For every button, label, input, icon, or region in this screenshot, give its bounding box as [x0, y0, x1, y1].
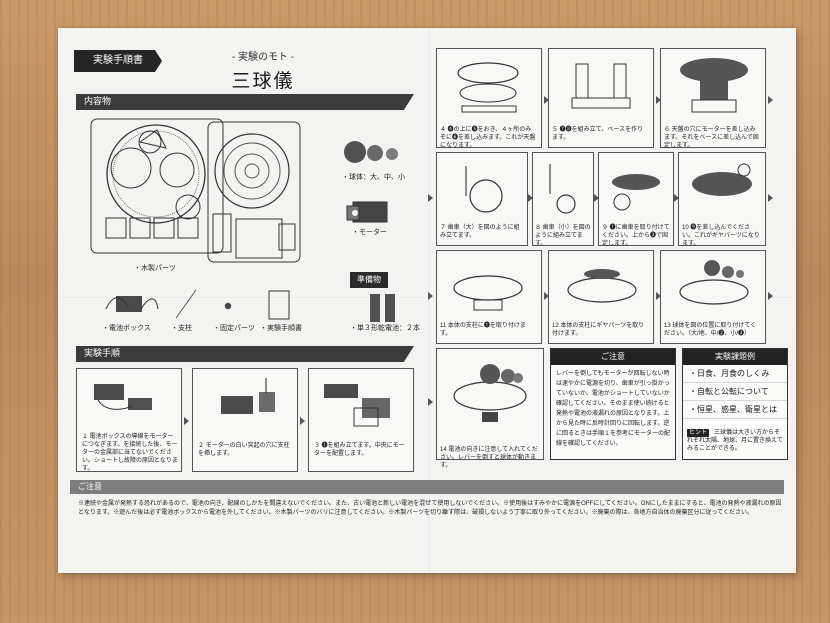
- step-5-caption: ５ ❼❽を組み立て、ベースを作ります。: [552, 127, 644, 141]
- batteries-drawing: [370, 294, 395, 322]
- right-arrow-9: [428, 292, 433, 300]
- assignment-item-2: ・自転と公転について: [683, 383, 787, 401]
- wood-parts-drawing: [90, 118, 224, 254]
- step-8-illustration: [549, 164, 576, 214]
- hint-badge: ヒント: [687, 429, 710, 437]
- step-8-box: [532, 152, 594, 246]
- document-title: 三球儀: [231, 70, 295, 92]
- preparation-heading: 準備物: [350, 272, 388, 288]
- step-1-illustration: [94, 384, 152, 410]
- fixing-part-drawing: [224, 302, 232, 310]
- step-5-illustration: [571, 63, 631, 109]
- right-arrow-1: [544, 96, 549, 104]
- procedure-heading: 実験手順: [76, 346, 414, 362]
- right-arrow-3: [768, 96, 773, 104]
- document-tag: 実験手順書: [74, 50, 162, 72]
- step-11-box: [436, 250, 542, 344]
- step-2-box: [192, 368, 298, 472]
- motor-drawing: [346, 201, 388, 223]
- caution-footer-heading: ご注意: [70, 480, 784, 494]
- step-11-illustration: [453, 275, 523, 311]
- document-subtitle: - 実験のモト -: [231, 52, 295, 63]
- step-6-caption: ６ 天盤の穴にモーターを差し込みます。それをベースに差し込んで固定します。: [664, 127, 759, 149]
- right-arrow-10: [544, 292, 549, 300]
- contents-heading: 内容物: [76, 94, 414, 110]
- step-9-illustration: [612, 174, 660, 211]
- step-11-caption: 11 本体の支柱に❶を取り付けます。: [440, 323, 526, 337]
- hint-text: 三球儀は大きい方からそれぞれ太陽、地球、月に置き換えてみることができる。: [687, 429, 783, 452]
- right-arrow-11: [656, 292, 661, 300]
- step-7-box: [436, 152, 528, 246]
- manual-drawing: [268, 290, 290, 320]
- right-arrow-13: [428, 398, 433, 406]
- step-7-illustration: [465, 166, 503, 213]
- label-fixing-part: ・固定パーツ: [213, 325, 255, 332]
- step-8-caption: ８ 歯車（小）を図のように組み立てます。: [535, 225, 591, 247]
- step-1-box: [76, 368, 182, 472]
- step-4-box: [436, 48, 542, 148]
- battery-box-drawing: [105, 296, 159, 312]
- step-2-illustration: [221, 378, 275, 414]
- assignment-item-1: ・日食、月食のしくみ: [683, 365, 787, 383]
- horizontal-fold: [58, 297, 796, 299]
- step-10-illustration: [692, 163, 752, 196]
- globes-drawing: [344, 141, 398, 163]
- step-arrow-1: [184, 417, 189, 425]
- step-7-caption: ７ 歯車（大）を図のように組み立てます。: [440, 225, 520, 239]
- assignment-panel: 実験課題例 ・日食、月食のしくみ ・自転と公転について ・恒星、惑星、衛星とは …: [682, 348, 788, 460]
- step-10-box: [678, 152, 766, 246]
- label-globes: ・球体：大、中、小: [342, 174, 405, 181]
- label-support-post: ・支柱: [171, 325, 192, 332]
- caution-footer-text: ※連続や金属が発熱する恐れがあるので、電池の向き、配線のしかたを間違えないでくだ…: [78, 501, 782, 516]
- right-arrow-2: [656, 96, 661, 104]
- step-4-illustration: [457, 62, 519, 113]
- step-14-caption: 14 電池の向きに注意して入れてください。レバーを倒すと球体が動きます。: [440, 447, 538, 469]
- caution-body: レバーを倒してもモーターが回転しない時は速やかに電源を切り、歯車が引っ掛かってい…: [556, 370, 671, 447]
- step-10-caption: 10 ❾を差し込んでください。これがギヤパーツになります。: [682, 225, 760, 247]
- assignment-title: 実験課題例: [683, 349, 787, 365]
- label-motor: ・モーター: [352, 229, 387, 236]
- label-aaa-batteries: ・単３形乾電池：２本: [350, 325, 420, 332]
- base-board-drawing: [207, 121, 301, 263]
- right-arrow-4: [428, 194, 433, 202]
- step-12-caption: 12 本体の支柱にギヤパーツを取り付けます。: [552, 323, 645, 337]
- caution-panel: ご注意 レバーを倒してもモーターが回転しない時は速やかに電源を切り、歯車が引っ掛…: [550, 348, 676, 460]
- right-arrow-8: [768, 194, 773, 202]
- instruction-sheet: 実験手順書 - 実験のモト - 三球儀 内容物 ・球体：大、中、小: [58, 28, 796, 573]
- label-battery-box: ・電池ボックス: [102, 325, 151, 332]
- right-arrow-7: [674, 194, 679, 202]
- label-manual: ・実験手順書: [260, 325, 302, 332]
- right-arrow-5: [528, 194, 533, 202]
- step-9-caption: ９ ❶に歯車を取り付けてください。上から❸で固定します。: [602, 225, 670, 247]
- step-12-box: [548, 250, 654, 344]
- step-arrow-2: [300, 417, 305, 425]
- vertical-fold: [429, 28, 431, 573]
- caution-title: ご注意: [551, 349, 675, 365]
- support-post-drawing: [175, 289, 197, 319]
- step-6-illustration: [680, 58, 748, 113]
- step-13-illustration: [679, 260, 749, 305]
- step-14-illustration: [453, 364, 527, 422]
- right-arrow-12: [768, 292, 773, 300]
- label-wood-parts: ・木製パーツ: [134, 265, 176, 272]
- step-2-caption: ２ モーターの白い突起の穴に支柱を挿します。: [198, 443, 290, 457]
- step-3-caption: ３ ❶を組み立てます。中央にモーターを配置します。: [314, 443, 405, 457]
- hint-row: ヒント 三球儀は大きい方からそれぞれ太陽、地球、月に置き換えてみることができる。: [687, 429, 783, 453]
- step-12-illustration: [567, 269, 637, 303]
- step-13-caption: 13 球体を図の位置に取り付けてください。（大/地、中/❷、小/❸）: [664, 323, 757, 337]
- step-1-caption: １ 電池ボックスの導線をモーターにつなぎます。を接続した後、モーターの金属部に当…: [82, 434, 178, 472]
- assignment-item-3: ・恒星、惑星、衛星とは: [683, 401, 787, 419]
- step-3-illustration: [324, 384, 390, 427]
- step-9-box: [598, 152, 674, 246]
- step-4-caption: ４ ❹の上に❺をおき、４ヶ所のみぞに❻を差し込みます。これが天盤になります。: [440, 127, 536, 149]
- right-arrow-6: [594, 194, 599, 202]
